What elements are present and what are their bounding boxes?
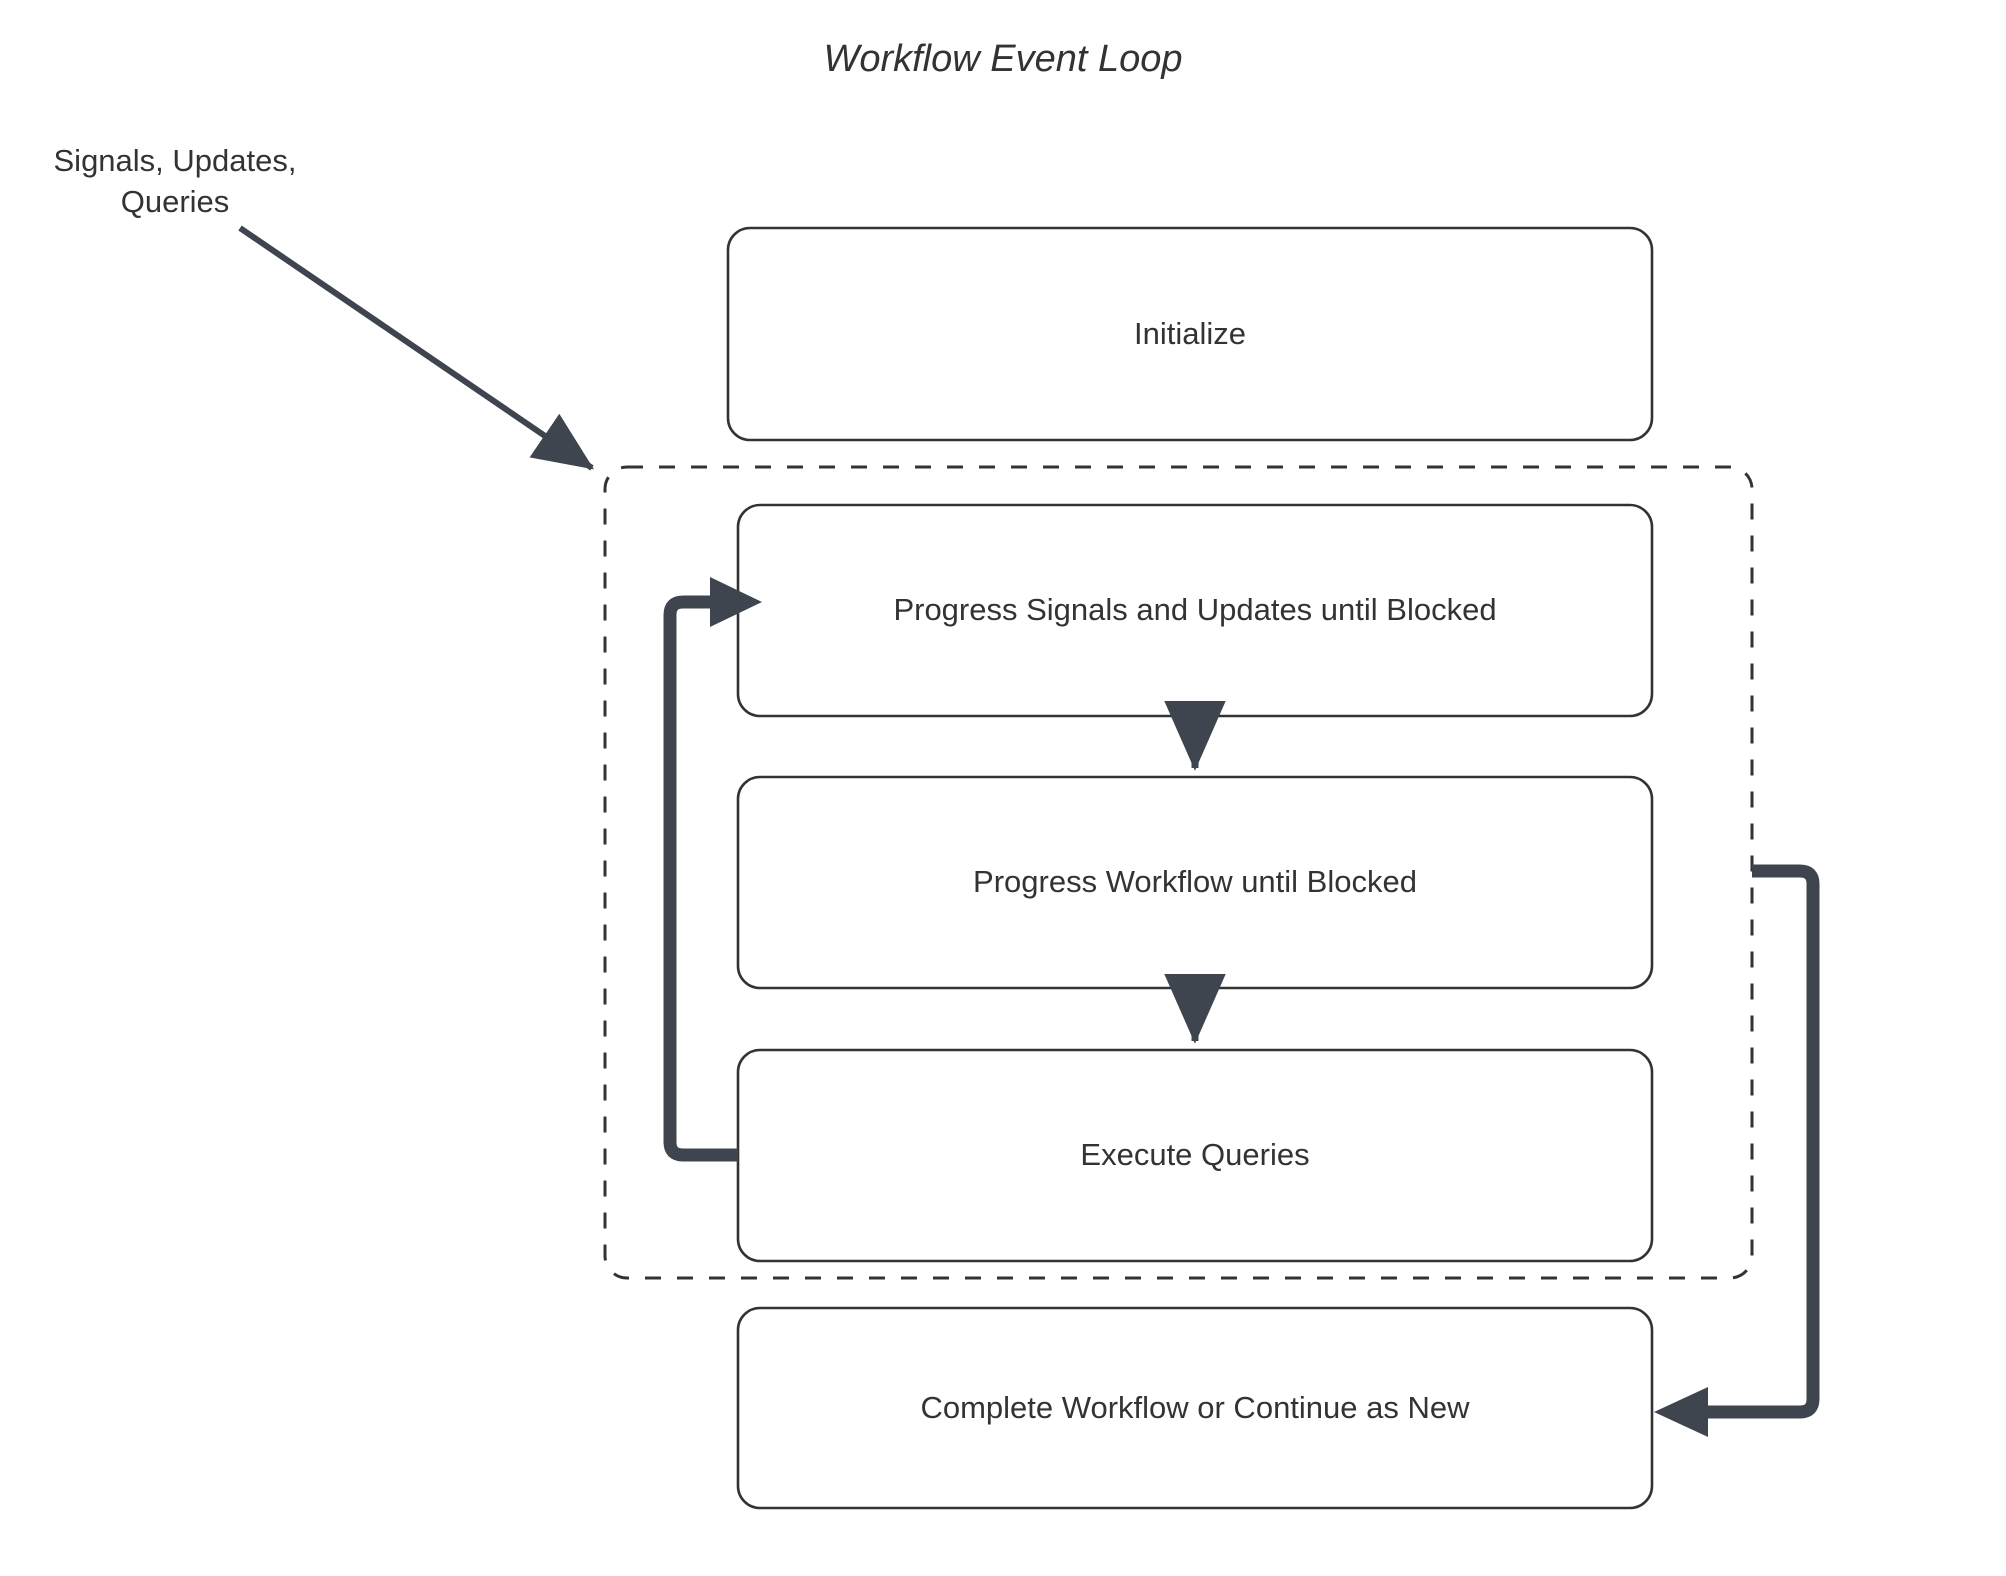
edge-label-external-input: Signals, Updates, Queries	[20, 141, 330, 223]
edge-label-line-2: Queries	[120, 183, 230, 219]
edge-input-to-loop	[238, 225, 594, 471]
node-execute-queries-box[interactable]	[736, 1048, 1654, 1263]
edge-label-line-1: Signals, Updates,	[53, 143, 297, 178]
node-initialize-box[interactable]	[726, 226, 1654, 442]
node-complete-workflow-box[interactable]	[736, 1306, 1654, 1510]
edge-queries-loop-back	[663, 577, 762, 1162]
event-loop-group-box	[603, 465, 1754, 1280]
edge-loop-to-complete	[1654, 864, 1820, 1437]
page-title: Workflow Event Loop	[823, 38, 1183, 80]
node-progress-workflow-box[interactable]	[736, 775, 1654, 990]
node-progress-signals-box[interactable]	[736, 503, 1654, 718]
